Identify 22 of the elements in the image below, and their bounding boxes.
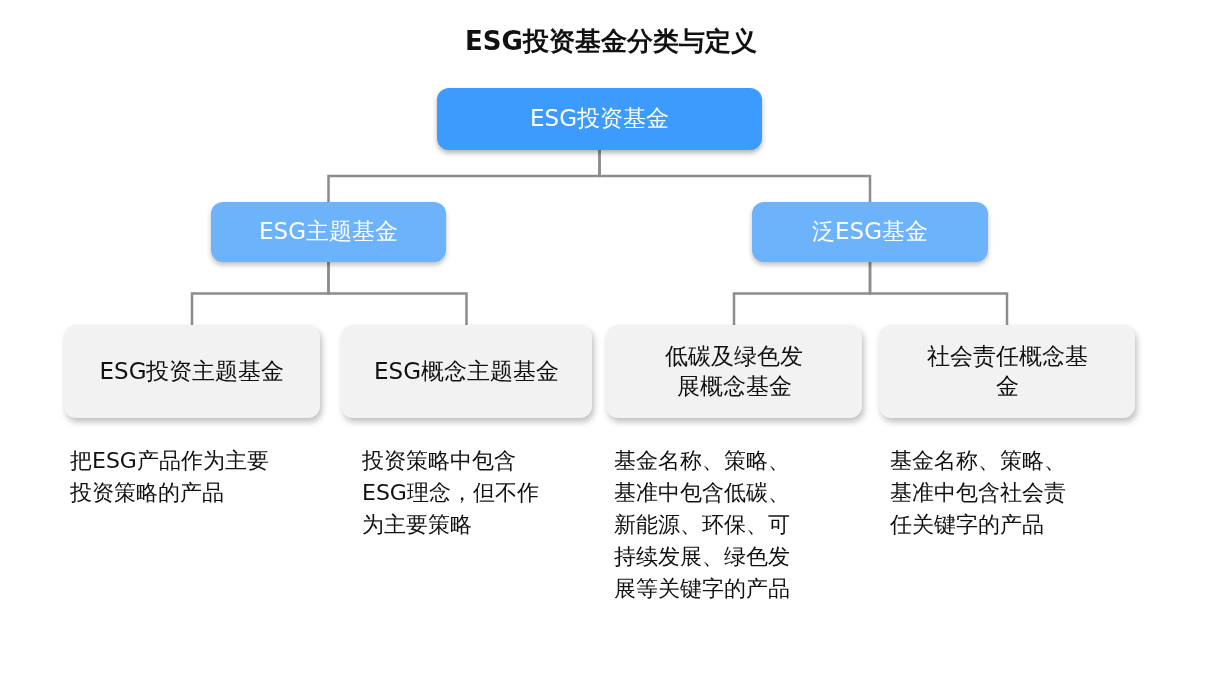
- category-card: [64, 325, 320, 418]
- connector-line: [598, 150, 872, 202]
- node-label: ESG投资主题基金: [99, 356, 285, 386]
- node-label: ESG主题基金: [259, 217, 398, 247]
- category-box: [437, 88, 762, 150]
- node-label: 泛ESG基金: [812, 217, 928, 247]
- diagram-title: ESG投资基金分类与定义: [464, 25, 758, 58]
- category-card: [341, 325, 592, 418]
- definition-text: 把ESG产品作为主要投资策略的产品: [70, 447, 270, 507]
- category-box: [752, 202, 988, 262]
- connector-line: [868, 262, 1009, 325]
- node-label: 低碳及绿色发展概念基金: [664, 341, 804, 401]
- definition-text: 基金名称、策略、基准中包含低碳、新能源、环保、可持续发展、绿色发展等关键字的产品: [614, 447, 791, 603]
- node-label: 社会责任概念基金: [925, 341, 1089, 401]
- category-card: [879, 325, 1135, 418]
- definition-text: 基金名称、策略、基准中包含社会责任关键字的产品: [890, 447, 1067, 539]
- definition-text: 投资策略中包含ESG理念，但不作为主要策略: [362, 447, 540, 539]
- node-label: ESG概念主题基金: [374, 356, 559, 386]
- category-box: [211, 202, 446, 262]
- connector-line: [327, 262, 468, 325]
- category-card: [606, 325, 862, 418]
- node-label: ESG投资基金: [530, 104, 669, 134]
